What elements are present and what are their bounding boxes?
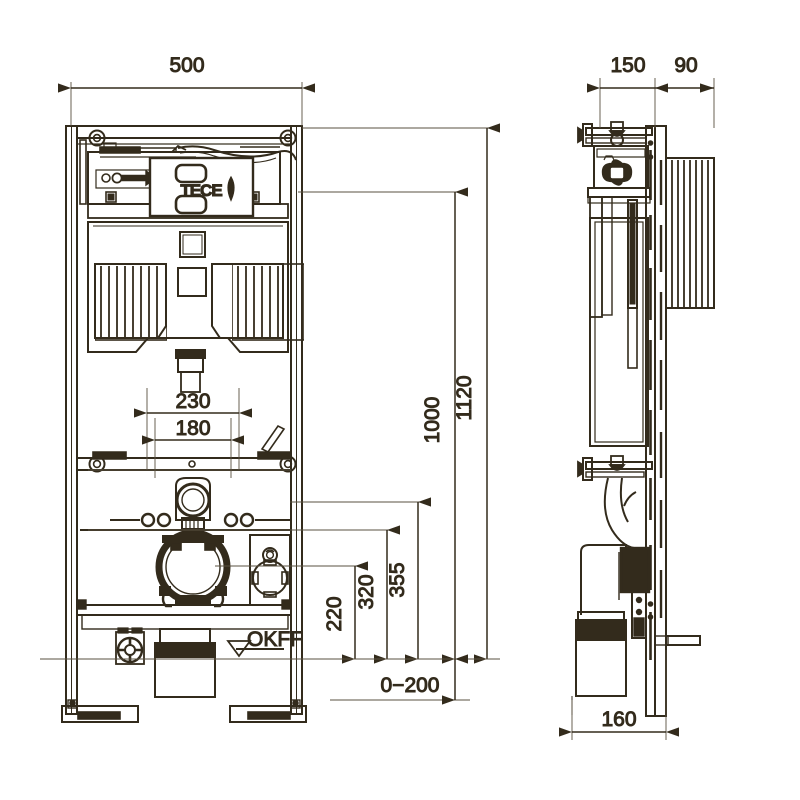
side-elbow-pipe [571,477,651,715]
dim-220: 220 [215,561,368,664]
side-cistern-box [587,145,651,447]
dim-500-label: 500 [169,54,204,77]
middle-rail [76,424,297,473]
dim-230: 230 [134,388,252,470]
dim-150-label: 150 [610,54,645,77]
dim-500: 500 [58,54,315,126]
side-ribbed-panel [665,157,715,309]
front-view: TECE [61,125,307,723]
dim-180-label: 180 [175,417,210,440]
dim-180: 180 [142,417,244,478]
flush-pipe [175,349,206,393]
frame-feet [61,699,307,723]
side-lower-fittings [631,589,701,646]
drain-outlet-ring [155,529,231,608]
inspection-access-box [249,534,291,606]
dim-1000: 1000 [298,187,468,664]
lower-rail [76,599,292,630]
okff-marker: OKFF [226,628,304,658]
dim-320: 320 [215,525,400,664]
side-frame-rail [645,125,667,717]
flush-connector [175,477,211,536]
side-middle-bracket [577,455,653,481]
dim-355-label: 355 [386,562,409,597]
dim-150: 150 [587,54,668,128]
side-view [571,121,715,717]
side-top-bracket [577,121,653,147]
dim-160: 160 [559,650,679,740]
tece-logo-text: TECE [180,181,222,200]
cistern-main-body [87,221,304,353]
frame-uprights [65,125,303,715]
outlet-pipe [154,628,216,698]
dimension-annotations: 500 1120 1000 230 [40,54,715,740]
dim-1120-label: 1120 [453,375,476,420]
okff-label: OKFF [247,628,303,651]
dim-90-label: 90 [674,54,697,77]
dim-220-label: 220 [323,596,346,631]
dim-0-200: 0−200 [330,654,470,705]
dim-230-label: 230 [175,390,210,413]
tece-flush-plate: TECE [148,156,255,218]
dim-320-label: 320 [355,574,378,609]
dim-90: 90 [655,54,715,128]
dim-0-200-label: 0−200 [381,674,440,697]
dim-1000-label: 1000 [421,397,444,444]
dim-160-label: 160 [601,708,636,731]
